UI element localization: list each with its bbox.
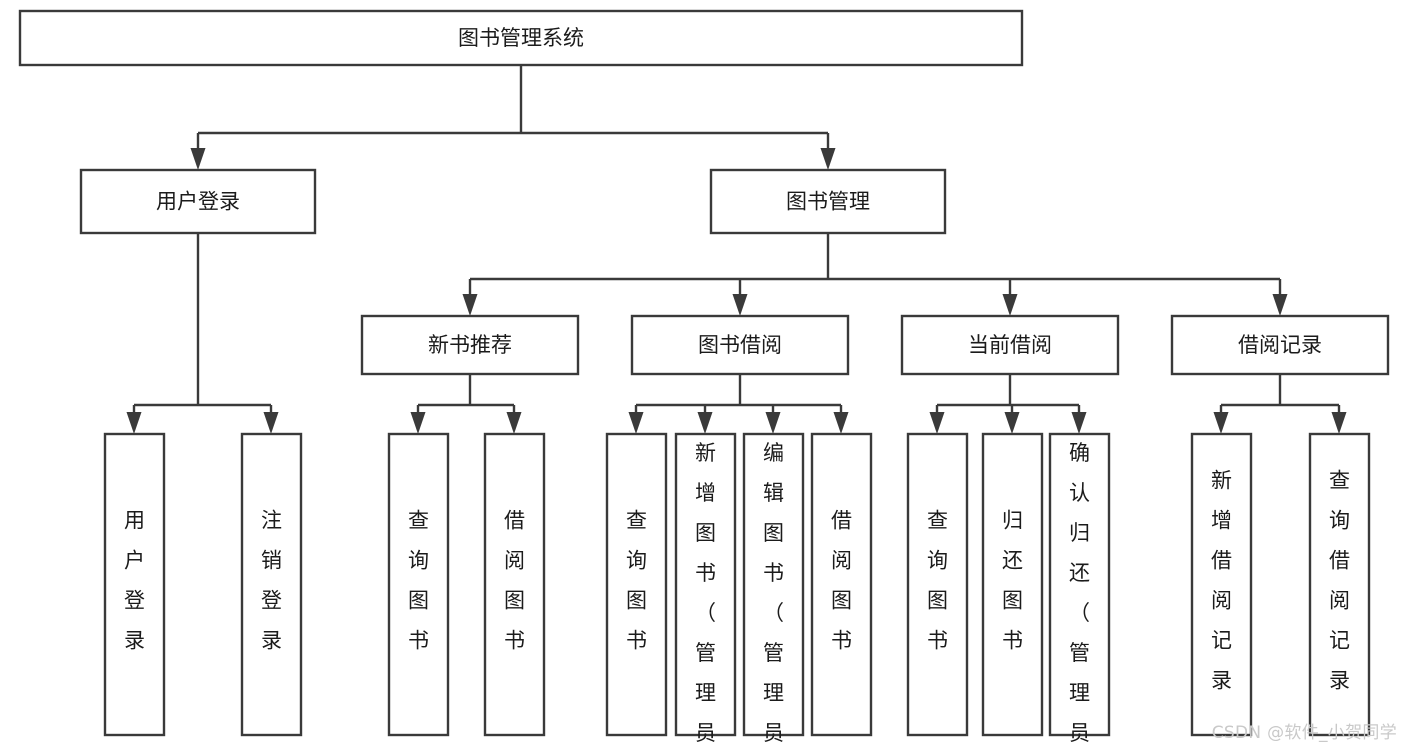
- leaf-node-新增借阅记录-11[interactable]: 新增借阅记录: [1190, 432, 1253, 737]
- node-rect: [709, 168, 947, 235]
- leaf-node-查询图书-4[interactable]: 查询图书: [605, 432, 668, 737]
- node-label: 归还图书: [1002, 509, 1023, 653]
- node-label: 用户登录: [156, 190, 240, 214]
- node-label: 编辑图书（管理员）: [763, 441, 784, 747]
- arrow-head-borrow-to-leaves-3: [833, 412, 849, 434]
- node-label: 查询图书: [927, 509, 948, 653]
- node-label: 图书借阅: [698, 333, 782, 357]
- leaf-node-查询图书-8[interactable]: 查询图书: [906, 432, 969, 737]
- leaf-node-借阅图书-3[interactable]: 借阅图书: [483, 432, 546, 737]
- arrow-head-borrow-to-leaves-2: [765, 412, 781, 434]
- node-label: 查询图书: [626, 509, 647, 653]
- node-rect: [103, 432, 166, 737]
- node-rect: [79, 168, 317, 235]
- arrow-head-book-mgmt-to-level3-0: [462, 294, 478, 316]
- connector-borrow-record-to-leaves: [1213, 374, 1347, 434]
- node-label: 查询图书: [408, 509, 429, 653]
- arrow-head-current-borrow-to-leaves-2: [1071, 412, 1087, 434]
- root-node-图书管理系统[interactable]: 图书管理系统: [18, 9, 1024, 67]
- node-label: 借阅记录: [1238, 333, 1322, 357]
- leaf-node-用户登录-0[interactable]: 用户登录: [103, 432, 166, 737]
- node-rect: [742, 432, 805, 737]
- node-label: 当前借阅: [968, 333, 1052, 357]
- node-rect: [483, 432, 546, 737]
- leaf-node-新增图书管理员-5[interactable]: 新增图书（管理员）: [674, 432, 737, 747]
- node-rect: [981, 432, 1044, 737]
- connector-book-mgmt-to-level3: [462, 233, 1288, 316]
- node-label: 借阅图书: [504, 509, 525, 653]
- connector-current-borrow-to-leaves: [929, 374, 1087, 434]
- leaf-node-查询借阅记录-12[interactable]: 查询借阅记录: [1308, 432, 1371, 737]
- level2-node-图书管理[interactable]: 图书管理: [709, 168, 947, 235]
- level3-node-借阅记录[interactable]: 借阅记录: [1170, 314, 1390, 376]
- arrow-head-new-book-to-leaves-0: [410, 412, 426, 434]
- level2-node-用户登录[interactable]: 用户登录: [79, 168, 317, 235]
- arrow-head-borrow-record-to-leaves-1: [1331, 412, 1347, 434]
- node-label: 借阅图书: [831, 509, 852, 653]
- node-rect: [906, 432, 969, 737]
- arrow-head-root-to-level2-1: [820, 148, 836, 170]
- node-label: 注销登录: [261, 509, 282, 653]
- node-rect: [1048, 432, 1111, 737]
- arrow-head-borrow-to-leaves-0: [628, 412, 644, 434]
- connector-layer: [126, 65, 1347, 434]
- node-rect: [240, 432, 303, 737]
- node-rect: [387, 432, 450, 737]
- arrow-head-current-borrow-to-leaves-0: [929, 412, 945, 434]
- node-rect: [1190, 432, 1253, 737]
- node-layer: 图书管理系统用户登录图书管理新书推荐图书借阅当前借阅借阅记录用户登录注销登录查询…: [18, 9, 1390, 747]
- node-rect: [630, 314, 850, 376]
- node-rect: [1170, 314, 1390, 376]
- node-rect: [605, 432, 668, 737]
- leaf-node-归还图书-9[interactable]: 归还图书: [981, 432, 1044, 737]
- arrow-head-user-login-to-leaves-1: [263, 412, 279, 434]
- leaf-node-注销登录-1[interactable]: 注销登录: [240, 432, 303, 737]
- level3-node-当前借阅[interactable]: 当前借阅: [900, 314, 1120, 376]
- node-rect: [900, 314, 1120, 376]
- node-rect: [18, 9, 1024, 67]
- node-label: 用户登录: [124, 509, 145, 653]
- node-label: 新增图书（管理员）: [695, 441, 716, 747]
- level3-node-图书借阅[interactable]: 图书借阅: [630, 314, 850, 376]
- arrow-head-root-to-level2-0: [190, 148, 206, 170]
- node-rect: [1308, 432, 1371, 737]
- leaf-node-查询图书-2[interactable]: 查询图书: [387, 432, 450, 737]
- connector-user-login-to-leaves: [126, 233, 279, 434]
- arrow-head-current-borrow-to-leaves-1: [1004, 412, 1020, 434]
- arrow-head-user-login-to-leaves-0: [126, 412, 142, 434]
- arrow-head-new-book-to-leaves-1: [506, 412, 522, 434]
- connector-borrow-to-leaves: [628, 374, 849, 434]
- level3-node-新书推荐[interactable]: 新书推荐: [360, 314, 580, 376]
- connector-new-book-to-leaves: [410, 374, 522, 434]
- node-label: 新书推荐: [428, 333, 512, 357]
- node-label: 图书管理系统: [458, 26, 584, 50]
- arrow-head-book-mgmt-to-level3-1: [732, 294, 748, 316]
- arrow-head-borrow-to-leaves-1: [697, 412, 713, 434]
- leaf-node-编辑图书管理员-6[interactable]: 编辑图书（管理员）: [742, 432, 805, 747]
- leaf-node-借阅图书-7[interactable]: 借阅图书: [810, 432, 873, 737]
- connector-root-to-level2: [190, 65, 836, 170]
- node-label: 新增借阅记录: [1211, 469, 1232, 693]
- node-label: 图书管理: [786, 190, 870, 214]
- node-rect: [810, 432, 873, 737]
- node-rect: [360, 314, 580, 376]
- arrow-head-borrow-record-to-leaves-0: [1213, 412, 1229, 434]
- node-label: 确认归还（管理员）: [1069, 441, 1090, 747]
- node-rect: [674, 432, 737, 737]
- arrow-head-book-mgmt-to-level3-2: [1002, 294, 1018, 316]
- arrow-head-book-mgmt-to-level3-3: [1272, 294, 1288, 316]
- leaf-node-确认归还管理员-10[interactable]: 确认归还（管理员）: [1048, 432, 1111, 747]
- node-label: 查询借阅记录: [1329, 469, 1350, 693]
